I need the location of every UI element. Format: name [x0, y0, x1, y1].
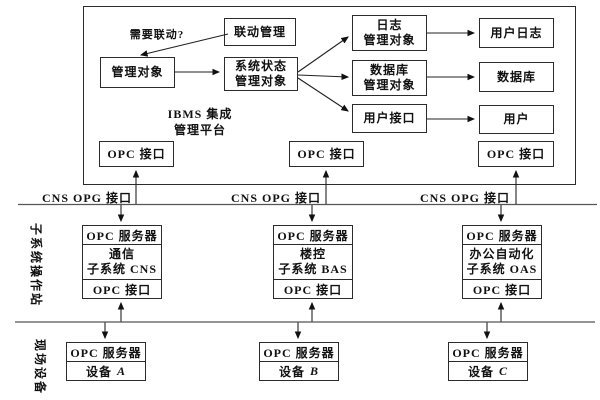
opc-server-row: OPC 服务器	[260, 343, 338, 361]
device-name-row: 设备 C	[449, 361, 527, 380]
ibms-platform-frame	[83, 6, 576, 185]
node-user-log: 用户日志	[479, 18, 554, 48]
node-user-interface: 用户接口	[352, 104, 427, 133]
subsystem-cns: OPC 服务器 通信 子系统 CNS OPC 接口	[82, 225, 162, 299]
platform-title-line2: 管理平台	[173, 122, 226, 137]
subsystem-name-row: 楼控 子系统 BAS	[274, 244, 352, 279]
device-name-prefix: 设备	[85, 364, 112, 379]
opc-server-row: OPC 服务器	[274, 226, 352, 244]
device-name-row: 设备 B	[260, 361, 338, 380]
subsystem-oas: OPC 服务器 办公自动化 子系统 OAS OPC 接口	[462, 225, 542, 299]
subsystem-name-line1: 办公自动化	[469, 247, 535, 261]
device-b: OPC 服务器 设备 B	[259, 342, 339, 381]
subsystem-name-line1: 楼控	[299, 247, 326, 261]
node-managed-object: 管理对象	[100, 57, 175, 88]
layer-label-field-devices: 现场设备	[33, 339, 47, 396]
subsystem-name-line1: 通信	[108, 247, 135, 261]
opc-server-row: OPC 服务器	[67, 343, 145, 361]
device-name-prefix: 设备	[278, 364, 305, 379]
device-a: OPC 服务器 设备 A	[66, 342, 146, 381]
device-name-row: 设备 A	[67, 361, 145, 380]
subsystem-bas: OPC 服务器 楼控 子系统 BAS OPC 接口	[273, 225, 353, 299]
opc-interface-row: OPC 接口	[83, 279, 161, 298]
platform-title: IBMS 集成 管理平台	[155, 107, 245, 138]
layer-label-subsystem-stations: 子系统操作站	[29, 223, 43, 308]
node-label-line1: 数据库	[369, 63, 409, 77]
device-name-id: C	[499, 363, 509, 378]
node-label-line1: 日志	[376, 18, 403, 32]
opc-server-row: OPC 服务器	[463, 226, 541, 244]
platform-opc-interface-left: OPC 接口	[99, 141, 174, 167]
node-database-managed-object: 数据库 管理对象	[352, 60, 427, 96]
node-label-line1: 系统状态	[234, 59, 287, 73]
node-user: 用户	[479, 105, 554, 134]
device-name-id: A	[117, 363, 127, 378]
node-database: 数据库	[479, 62, 554, 92]
platform-opc-interface-right: OPC 接口	[478, 141, 554, 167]
platform-title-line1: IBMS 集成	[167, 107, 233, 121]
subsystem-name-row: 办公自动化 子系统 OAS	[463, 244, 541, 279]
node-linkage-management: 联动管理	[224, 18, 296, 46]
bus-label-mid: CNS OPG 接口	[230, 191, 321, 205]
platform-opc-interface-mid: OPC 接口	[289, 141, 364, 167]
node-system-state-managed-object: 系统状态 管理对象	[224, 57, 298, 91]
subsystem-name-line2: 子系统 BAS	[278, 262, 348, 276]
device-c: OPC 服务器 设备 C	[448, 342, 528, 381]
opc-interface-row: OPC 接口	[274, 279, 352, 298]
device-name-prefix: 设备	[467, 364, 494, 379]
node-label-line2: 管理对象	[234, 74, 287, 88]
bus-label-left: CNS OPG 接口	[41, 191, 132, 205]
subsystem-name-line2: 子系统 CNS	[86, 262, 157, 276]
node-label-line2: 管理对象	[363, 33, 416, 47]
opc-server-row: OPC 服务器	[83, 226, 161, 244]
need-linkage-question: 需要联动?	[129, 29, 185, 41]
subsystem-name-row: 通信 子系统 CNS	[83, 244, 161, 279]
opc-server-row: OPC 服务器	[449, 343, 527, 361]
node-label-line2: 管理对象	[363, 78, 416, 92]
opc-interface-row: OPC 接口	[463, 279, 541, 298]
node-log-managed-object: 日志 管理对象	[352, 15, 427, 51]
device-name-id: B	[310, 363, 320, 378]
subsystem-name-line2: 子系统 OAS	[466, 262, 538, 276]
bus-label-right: CNS OPG 接口	[419, 191, 510, 205]
